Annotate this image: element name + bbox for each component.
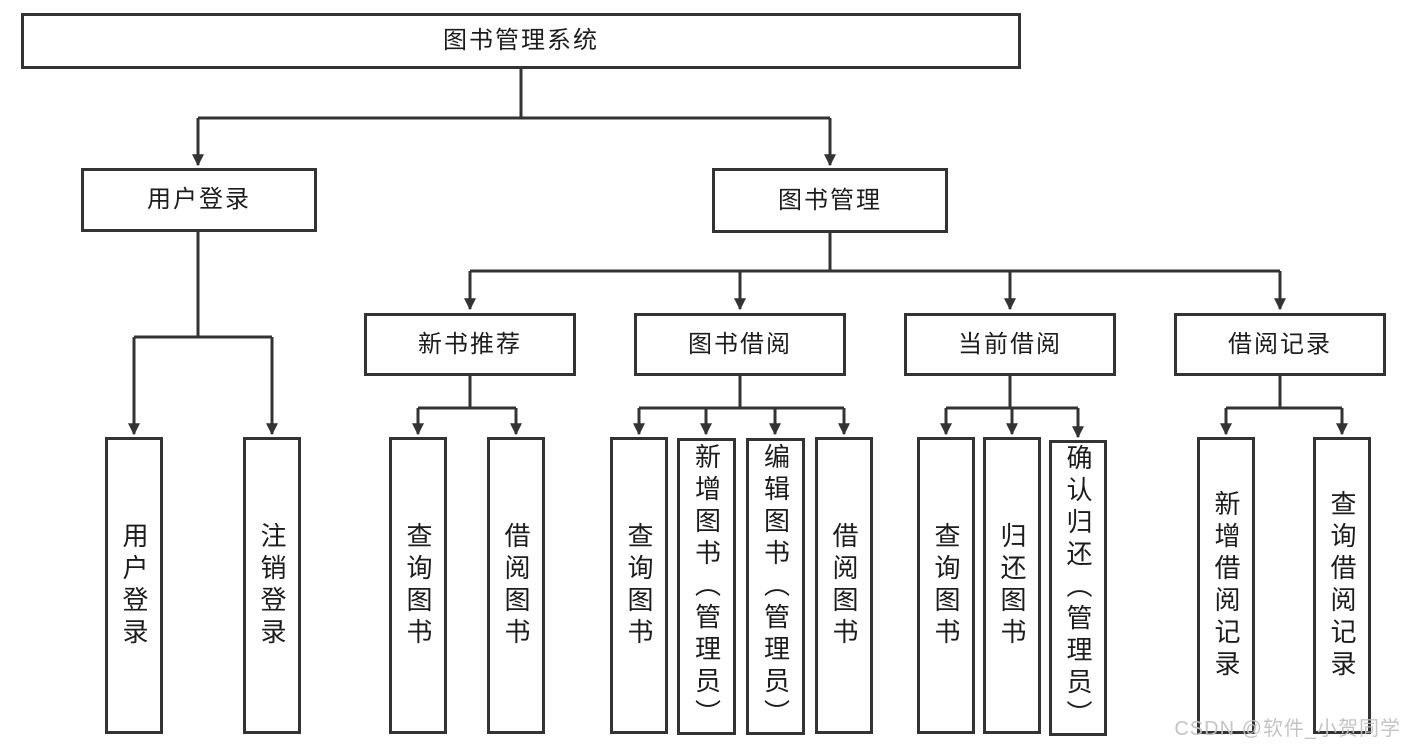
- leaf-edit-books-admin-label: 编辑图书（管理员）: [760, 442, 791, 731]
- leaf-query-books-current-label: 查询图书: [931, 521, 961, 650]
- node-current-borrow-label: 当前借阅: [958, 330, 1062, 358]
- leaf-query-books-borrow-label: 查询图书: [624, 521, 654, 650]
- leaf-query-books-borrow: 查询图书: [610, 437, 668, 734]
- leaf-user-login-label: 用户登录: [119, 521, 149, 650]
- node-root-label: 图书管理系统: [443, 27, 599, 54]
- leaf-borrow-books-label: 借阅图书: [829, 521, 859, 650]
- leaf-confirm-return-admin-label: 确认归还（管理员）: [1063, 444, 1093, 732]
- node-new-book-recommend-label: 新书推荐: [418, 330, 522, 358]
- leaf-return-books: 归还图书: [983, 437, 1041, 734]
- node-root: 图书管理系统: [21, 13, 1021, 69]
- leaf-add-books-admin-label: 新增图书（管理员）: [691, 442, 722, 731]
- node-borrow-records-label: 借阅记录: [1228, 330, 1332, 358]
- leaf-logout: 注销登录: [243, 437, 301, 734]
- csdn-watermark: CSDN @软件_小贺同学: [1174, 718, 1401, 740]
- leaf-query-books-current: 查询图书: [917, 437, 975, 734]
- node-user-login: 用户登录: [81, 168, 317, 232]
- leaf-query-books-recommend: 查询图书: [389, 437, 447, 734]
- node-book-borrow-label: 图书借阅: [688, 330, 792, 358]
- leaf-logout-label: 注销登录: [257, 521, 287, 650]
- leaf-add-borrow-record: 新增借阅记录: [1197, 437, 1255, 734]
- node-current-borrow: 当前借阅: [904, 313, 1116, 376]
- node-user-login-label: 用户登录: [147, 186, 251, 213]
- node-new-book-recommend: 新书推荐: [364, 313, 576, 376]
- leaf-edit-books-admin: 编辑图书（管理员）: [746, 438, 805, 735]
- leaf-add-books-admin: 新增图书（管理员）: [677, 438, 736, 735]
- leaf-return-books-label: 归还图书: [997, 521, 1027, 650]
- node-book-borrow: 图书借阅: [634, 313, 846, 376]
- leaf-add-borrow-record-label: 新增借阅记录: [1211, 489, 1241, 682]
- node-book-management-label: 图书管理: [778, 186, 882, 214]
- leaf-query-borrow-record: 查询借阅记录: [1313, 437, 1371, 734]
- leaf-borrow-books-recommend-label: 借阅图书: [501, 521, 531, 650]
- leaf-borrow-books: 借阅图书: [815, 437, 873, 734]
- leaf-confirm-return-admin: 确认归还（管理员）: [1049, 440, 1107, 736]
- leaf-query-borrow-record-label: 查询借阅记录: [1327, 489, 1357, 682]
- leaf-query-books-recommend-label: 查询图书: [403, 521, 433, 650]
- leaf-borrow-books-recommend: 借阅图书: [487, 437, 545, 734]
- leaf-user-login: 用户登录: [105, 437, 163, 734]
- node-borrow-records: 借阅记录: [1174, 313, 1386, 376]
- node-book-management: 图书管理: [712, 168, 948, 233]
